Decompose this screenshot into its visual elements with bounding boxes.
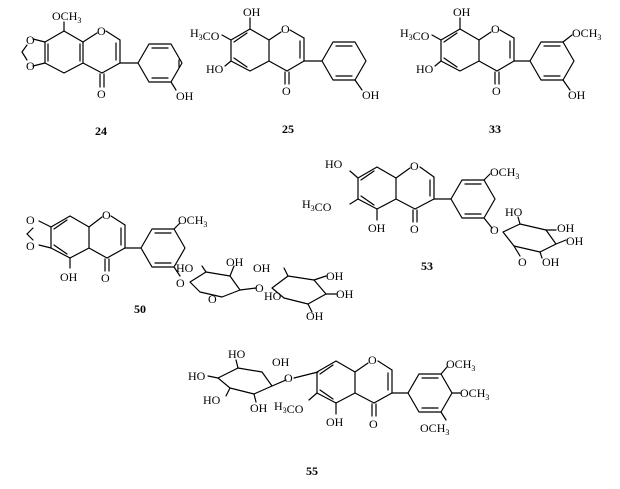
label-ho: HO (206, 62, 224, 76)
label-ho: HO (228, 347, 246, 361)
label-och3: OCH3 (178, 213, 207, 229)
label-o: O (97, 87, 106, 101)
label-o: O (490, 223, 499, 237)
label-oh: OH (362, 88, 380, 102)
label-ho: HO (176, 261, 194, 275)
label-o: O (102, 208, 111, 222)
compound-number-50: 50 (134, 302, 146, 316)
label-och3: OCH3 (446, 357, 475, 373)
label-h3co: H3CO (400, 26, 430, 43)
label-och3: OCH3 (490, 165, 519, 181)
label-oh: OH (542, 255, 560, 269)
label-oh: OH (176, 89, 194, 103)
label-h3co: H3CO (190, 26, 220, 43)
label-o: O (26, 33, 35, 47)
structure-53: HO O H3CO OH O OCH3 O HO O OH OH OH 53 (302, 157, 584, 273)
compound-number-24: 24 (95, 124, 107, 138)
label-och3: OCH3 (420, 421, 449, 437)
label-ho: HO (505, 205, 523, 219)
label-o: O (368, 353, 377, 367)
label-o: O (208, 292, 217, 306)
label-oh: OH (250, 401, 268, 415)
label-och3: OCH3 (460, 386, 489, 402)
label-o: O (26, 239, 35, 253)
label-oh: OH (326, 269, 344, 283)
label-oh: OH (306, 309, 324, 323)
label-och3: OCH3 (52, 9, 81, 25)
label-oh: OH (243, 5, 261, 19)
label-oh: OH (368, 221, 386, 235)
label-o: O (410, 159, 419, 173)
label-ho: HO (264, 289, 282, 303)
label-oh: OH (226, 255, 244, 269)
label-ho: HO (325, 157, 343, 171)
compound-number-53: 53 (421, 259, 433, 273)
label-oh: OH (326, 415, 344, 429)
label-oh: OH (253, 261, 271, 275)
label-och3: OCH3 (572, 26, 601, 42)
label-o: O (26, 213, 35, 227)
label-o: O (281, 22, 290, 36)
label-o: O (369, 417, 378, 431)
label-oh: OH (60, 270, 78, 284)
structure-24: OCH3 O O O O OH 24 (21, 9, 194, 138)
label-oh: OH (557, 221, 575, 235)
compound-number-25: 25 (282, 122, 294, 136)
label-o: O (410, 222, 419, 236)
label-h3co: H3CO (302, 197, 332, 214)
compound-number-55: 55 (306, 464, 318, 478)
label-o: O (255, 281, 264, 295)
label-o: O (492, 84, 501, 98)
label-oh: OH (453, 5, 471, 19)
label-o: O (176, 276, 185, 290)
structure-50: O O O OH O OCH3 HO O OH OH O O OH HO OH … (26, 208, 354, 323)
label-o: O (491, 22, 500, 36)
label-oh: OH (336, 287, 354, 301)
label-oh: OH (272, 355, 290, 369)
label-ho: HO (188, 369, 206, 383)
label-ho: HO (416, 62, 434, 76)
compound-number-33: 33 (489, 122, 501, 136)
structure-33: OH H3CO O HO O OCH3 OH 33 (400, 5, 601, 136)
label-o: O (97, 24, 106, 38)
structure-25: OH H3CO O HO O OH 25 (190, 5, 380, 136)
label-oh: OH (568, 88, 586, 102)
label-ho: HO (203, 393, 221, 407)
structure-55: HO OH HO O O HO OH H3CO OH O OCH3 OCH3 O… (188, 347, 489, 478)
label-o: O (26, 59, 35, 73)
label-o: O (282, 84, 291, 98)
label-oh: OH (566, 234, 584, 248)
label-h3co: H3CO (274, 399, 304, 416)
label-o: O (101, 271, 110, 285)
label-o: O (518, 255, 527, 269)
label-o: O (284, 371, 293, 385)
